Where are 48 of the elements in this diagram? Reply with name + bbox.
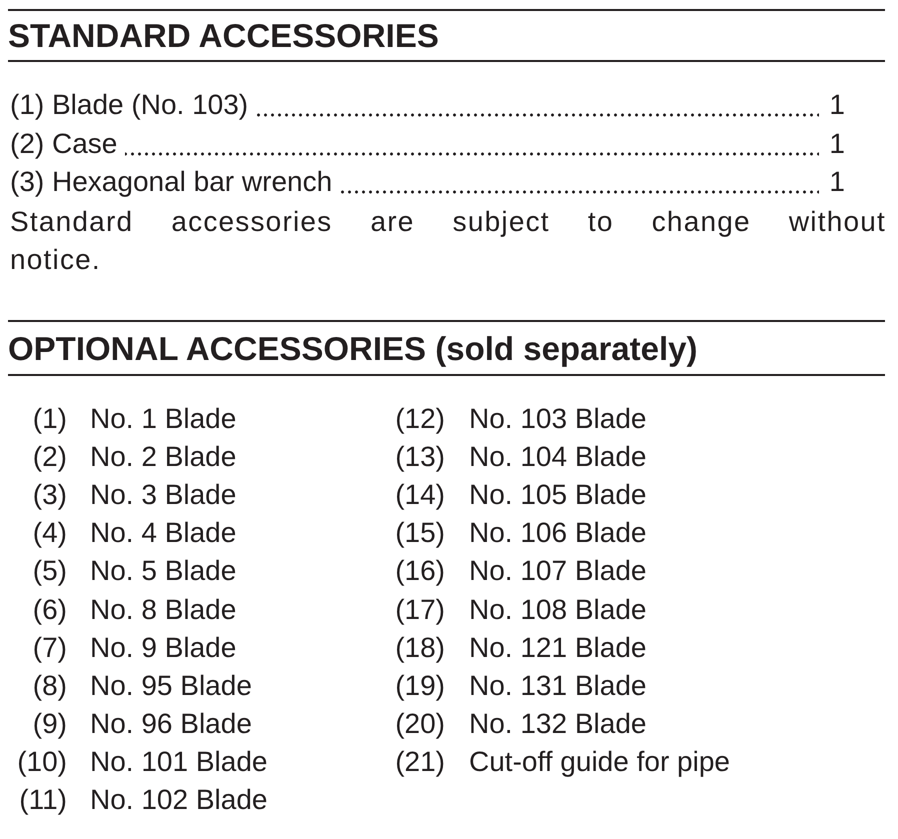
item-number: (5): [32, 554, 67, 588]
item-name: No. 101 Blade: [90, 744, 268, 779]
item-name: No. 103 Blade: [469, 402, 646, 436]
item-name: No. 132 Blade: [469, 706, 646, 741]
item-number: (17): [395, 592, 445, 626]
item-number: (1): [32, 402, 67, 436]
quantity: 1: [829, 165, 845, 199]
item-name: No. 107 Blade: [469, 554, 646, 588]
item-number: (19): [395, 668, 445, 703]
item-name: No. 106 Blade: [469, 516, 646, 550]
item-number: (4): [32, 516, 67, 550]
item-number: (6): [32, 592, 67, 626]
quantity: 1: [829, 88, 845, 122]
item-number: (7): [32, 630, 67, 665]
item-number: (18): [395, 630, 445, 665]
item-number: (12): [395, 402, 445, 436]
item-name: No. 5 Blade: [90, 554, 236, 588]
item-number: (11): [19, 783, 67, 817]
item-name: No. 4 Blade: [90, 516, 236, 550]
item-name: Cut-off guide for pipe: [469, 744, 730, 779]
item-number: (3): [32, 478, 67, 512]
note: Standard accessories are subject to change without notice.: [10, 205, 886, 277]
item-name: No. 104 Blade: [469, 440, 646, 474]
item-name: No. 102 Blade: [90, 783, 268, 817]
item-number: (10): [17, 744, 67, 779]
item-name: No. 108 Blade: [469, 592, 646, 626]
item-name: No. 9 Blade: [90, 630, 236, 665]
item-name: No. 105 Blade: [469, 478, 646, 512]
item-name: No. 1 Blade: [90, 402, 236, 436]
item-number: (15): [395, 516, 445, 550]
item-number: (16): [395, 554, 445, 588]
item-number: (14): [395, 478, 445, 512]
item-number: (13): [395, 440, 445, 474]
item-name: No. 96 Blade: [90, 706, 252, 741]
item-name: No. 2 Blade: [90, 440, 236, 474]
item-name: No. 131 Blade: [469, 668, 646, 703]
section-heading: OPTIONAL ACCESSORIES (sold separately): [8, 331, 698, 367]
item-number: (20): [395, 706, 445, 741]
item-name: No. 121 Blade: [469, 630, 646, 665]
item-number: (2): [32, 440, 67, 474]
item-name: No. 3 Blade: [90, 478, 236, 512]
quantity: 1: [829, 127, 845, 161]
section-heading: STANDARD ACCESSORIES: [8, 18, 439, 54]
item-number: (21): [395, 744, 445, 779]
item-name: No. 95 Blade: [90, 668, 252, 703]
item-number: (8): [32, 668, 67, 703]
item-name: No. 8 Blade: [90, 592, 236, 626]
item-number: (9): [32, 706, 67, 741]
